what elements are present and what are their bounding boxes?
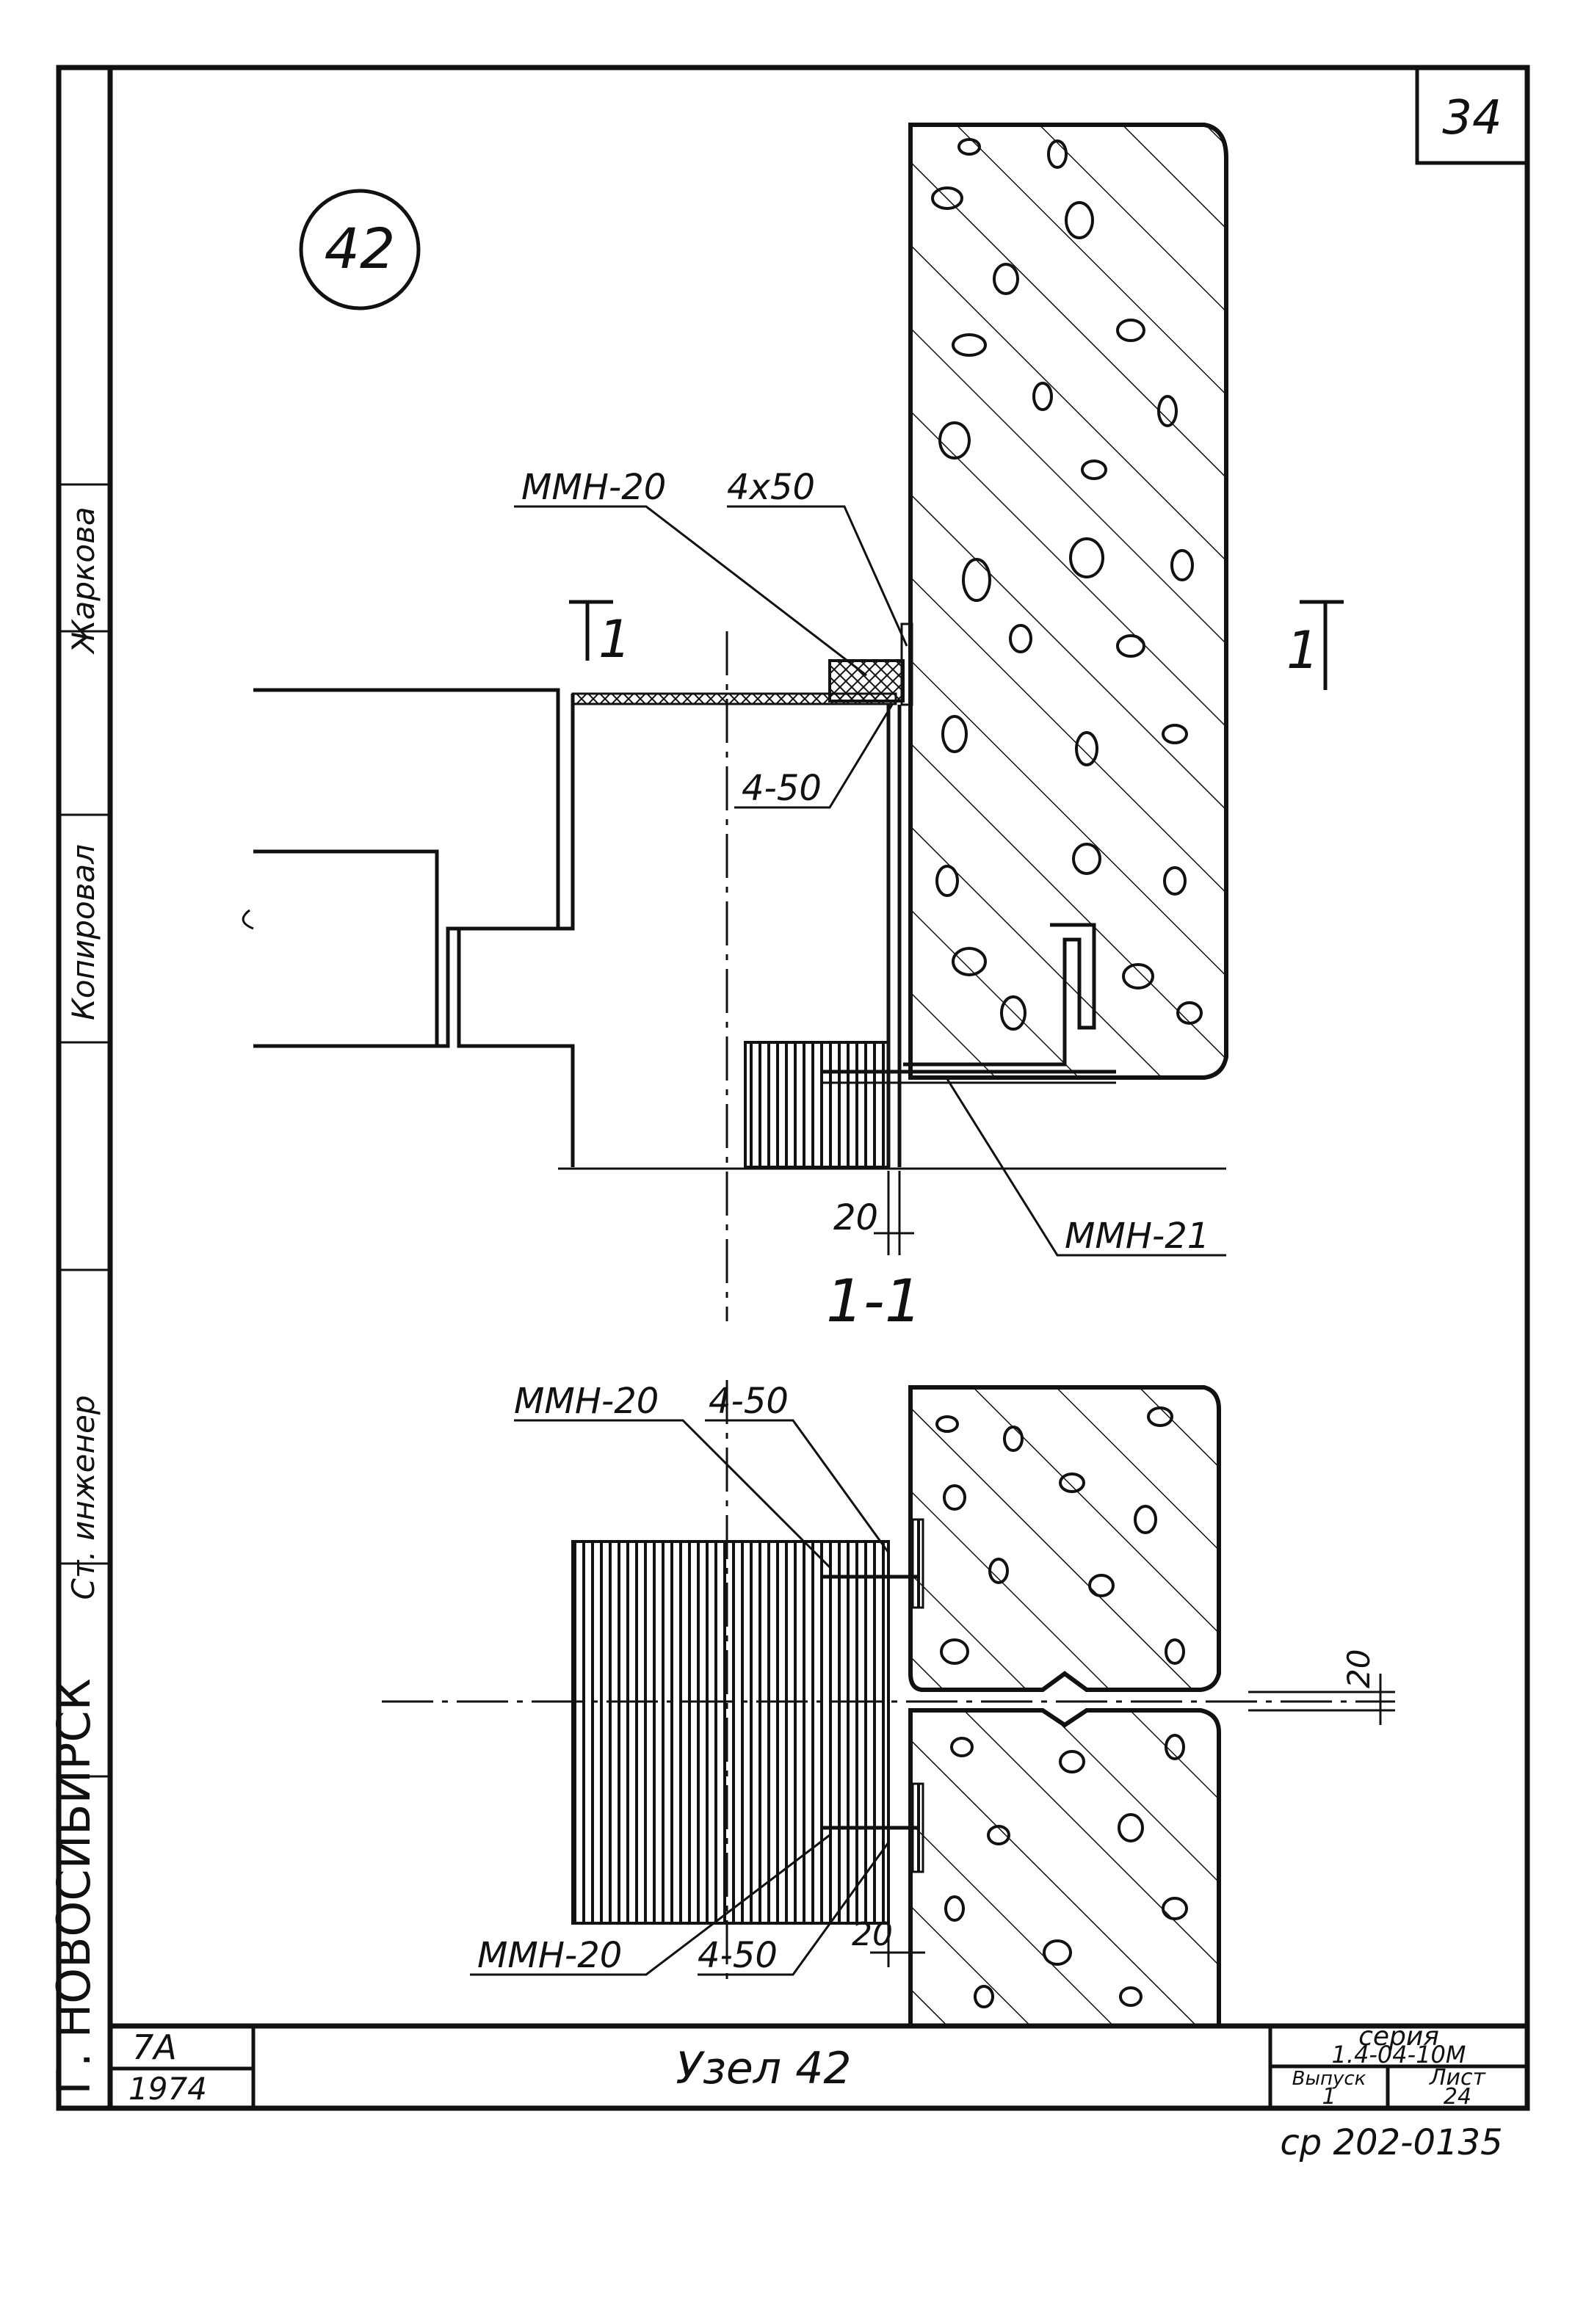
label-mmn20-plan: ММН-20: [521, 467, 666, 508]
page-number: 34: [1442, 91, 1502, 145]
leader-4-50-plan: [734, 704, 894, 809]
tb-series-value: 1.4-04-10М: [1331, 2041, 1466, 2069]
tb-series-label: серия: [1358, 2022, 1439, 2052]
leader-4x50-plan: [727, 505, 908, 647]
city-label: Г. НОВОСИБИРСК: [47, 1678, 101, 2094]
section-dim-20-bottom-label: 20: [852, 1916, 893, 1953]
label-mmn20-top: ММН-20: [514, 1381, 659, 1422]
section-marker-right: [1300, 600, 1344, 690]
section-wall-upper: [908, 1385, 1221, 1692]
section-wall-lower: [908, 1708, 1221, 2028]
tb-registry: ср 202-0135: [1280, 2122, 1502, 2163]
label-4-50-top: 4-50: [709, 1381, 789, 1422]
section-marker-left: [569, 600, 613, 661]
leader-4-50-top: [705, 1419, 890, 1553]
leader-mmn20-bottom: [470, 1834, 830, 1976]
plan-insulation-block: [828, 659, 905, 702]
tb-sheet-label: Лист: [1429, 2065, 1487, 2091]
plan-dim-20: [874, 1171, 914, 1255]
leader-mmn21-plan: [946, 1078, 1226, 1257]
label-mmn21-plan: ММН-21: [1065, 1216, 1209, 1257]
node-number-circle: [299, 189, 421, 311]
title-block: [110, 2023, 1527, 2108]
plan-anchor-insert: [903, 923, 1096, 1067]
section-dim-20-right: [1248, 1674, 1395, 1725]
plan-dim-20-label: 20: [833, 1197, 878, 1238]
sheet-frame: [56, 65, 1530, 2111]
stamp-st-inzhener: Ст. инженер: [65, 1395, 101, 1600]
section-dim-20-bottom: [870, 1923, 925, 1967]
label-4-50-plan: 4-50: [742, 768, 822, 809]
tb-sheet-value: 24: [1444, 2084, 1471, 2110]
section-title: 1-1: [826, 1267, 922, 1335]
page-number-box: [1415, 65, 1529, 165]
plan-hatched-block: [744, 1041, 890, 1169]
tb-year: 1974: [128, 2071, 207, 2107]
tb-code: 7А: [132, 2027, 177, 2067]
section-aggregate: [935, 1406, 1188, 2008]
tb-issue-label: Выпуск: [1292, 2068, 1366, 2090]
section-panel: [571, 1540, 890, 1925]
leader-mmn20-plan: [514, 505, 867, 677]
section-dim-20-right-label: 20: [1341, 1649, 1377, 1688]
tb-title: Узел 42: [676, 2043, 851, 2094]
section-marker-right-label: 1: [1286, 620, 1319, 680]
stamp-zharkova: Жаркова: [65, 506, 101, 655]
leader-4-50-bottom: [698, 1842, 890, 1976]
label-4x50-plan: 4х50: [727, 467, 815, 508]
section-plate-top: [911, 1518, 924, 1609]
tb-issue-value: 1: [1322, 2084, 1336, 2110]
label-mmn20-bottom: ММН-20: [477, 1935, 622, 1976]
leader-mmn20-top: [514, 1419, 831, 1569]
section-marker-left-label: 1: [598, 609, 631, 669]
label-4-50-bottom: 4-50: [698, 1935, 778, 1976]
plan-wall: [908, 123, 1228, 1080]
node-number: 42: [325, 216, 396, 281]
stamp-kopiroval: Копировал: [65, 844, 101, 1020]
